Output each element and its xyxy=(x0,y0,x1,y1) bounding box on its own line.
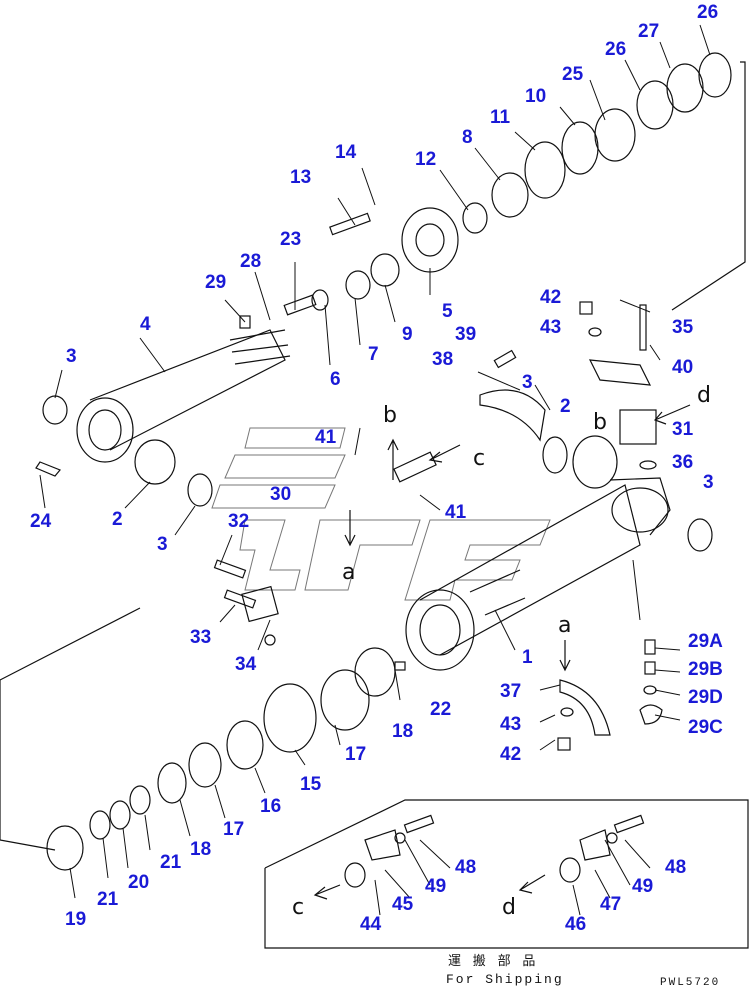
callout-4: 4 xyxy=(140,314,151,335)
callout-45: 45 xyxy=(392,894,414,915)
callout-11: 11 xyxy=(490,107,511,128)
callout-1: 1 xyxy=(522,647,533,668)
callout-16: 16 xyxy=(260,796,282,817)
callout-48: 48 xyxy=(455,857,477,878)
callout-42: 42 xyxy=(500,744,522,765)
callout-49: 49 xyxy=(425,876,447,897)
view-letter-a: a xyxy=(558,613,572,638)
callout-25: 25 xyxy=(562,64,584,85)
callout-7: 7 xyxy=(368,344,379,365)
callout-29: 29 xyxy=(205,272,227,293)
callout-20: 20 xyxy=(128,872,150,893)
callout-30: 30 xyxy=(270,484,292,505)
callout-9: 9 xyxy=(402,324,413,345)
callout-29b: 29B xyxy=(688,659,723,680)
callout-34: 34 xyxy=(235,654,257,675)
callout-42: 42 xyxy=(540,287,562,308)
callout-29a: 29A xyxy=(688,631,723,652)
callout-5: 5 xyxy=(442,301,453,322)
callout-21: 21 xyxy=(160,852,182,873)
callout-37: 37 xyxy=(500,681,522,702)
callout-17: 17 xyxy=(345,744,367,765)
callout-26: 26 xyxy=(697,2,719,23)
callout-44: 44 xyxy=(360,914,382,935)
callout-41: 41 xyxy=(445,502,467,523)
callout-29d: 29D xyxy=(688,687,723,708)
callout-15: 15 xyxy=(300,774,322,795)
callout-19: 19 xyxy=(65,909,87,930)
drawing-code: PWL5720 xyxy=(660,977,721,989)
callout-23: 23 xyxy=(280,229,302,250)
callout-32: 32 xyxy=(228,511,250,532)
callout-49: 49 xyxy=(632,876,654,897)
callout-40: 40 xyxy=(672,357,694,378)
callout-28: 28 xyxy=(240,251,262,272)
section-lines xyxy=(0,61,749,949)
view-letter-a: a xyxy=(342,560,356,585)
view-letter-b: b xyxy=(383,403,397,428)
callout-47: 47 xyxy=(600,894,622,915)
callout-38: 38 xyxy=(432,349,454,370)
callout-48: 48 xyxy=(665,857,687,878)
callout-22: 22 xyxy=(430,699,452,720)
callout-21: 21 xyxy=(97,889,119,910)
callout-8: 8 xyxy=(462,127,473,148)
watermark-logo xyxy=(211,427,551,601)
callout-13: 13 xyxy=(290,167,312,188)
view-letter-c: c xyxy=(473,446,486,471)
callout-3: 3 xyxy=(522,372,533,393)
callout-24: 24 xyxy=(30,511,52,532)
callout-43: 43 xyxy=(540,317,562,338)
callout-43: 43 xyxy=(500,714,522,735)
callout-27: 27 xyxy=(638,21,660,42)
cylinder-tube xyxy=(405,477,671,671)
view-letter-d: d xyxy=(697,383,711,408)
view-arrows xyxy=(313,404,691,900)
view-letter-b: b xyxy=(593,410,607,435)
callout-17: 17 xyxy=(223,819,245,840)
callout-3: 3 xyxy=(66,346,77,367)
shipping-caption-japanese: 運 搬 部 品 xyxy=(448,954,538,969)
callout-10: 10 xyxy=(525,86,547,107)
callout-36: 36 xyxy=(672,452,694,473)
callout-39: 39 xyxy=(455,324,477,345)
callout-3: 3 xyxy=(157,534,168,555)
callout-26: 26 xyxy=(605,39,627,60)
callout-6: 6 xyxy=(330,369,341,390)
callout-18: 18 xyxy=(190,839,212,860)
shipping-caption-english: For Shipping xyxy=(446,972,564,987)
callout-2: 2 xyxy=(112,509,123,530)
callout-31: 31 xyxy=(672,419,694,440)
callout-12: 12 xyxy=(415,149,437,170)
callout-46: 46 xyxy=(565,914,587,935)
callout-29c: 29C xyxy=(688,717,723,738)
callout-2: 2 xyxy=(560,396,571,417)
callout-18: 18 xyxy=(392,721,414,742)
small-hardware xyxy=(35,212,663,888)
callout-41: 41 xyxy=(315,427,337,448)
rings-and-seals xyxy=(42,52,732,871)
callout-35: 35 xyxy=(672,317,694,338)
piston-rod xyxy=(76,329,291,463)
view-letter-d: d xyxy=(502,895,516,920)
view-letter-c: c xyxy=(292,895,305,920)
callout-14: 14 xyxy=(335,142,357,163)
leader-lines xyxy=(39,24,711,916)
callout-33: 33 xyxy=(190,627,212,648)
callout-3: 3 xyxy=(703,472,714,493)
